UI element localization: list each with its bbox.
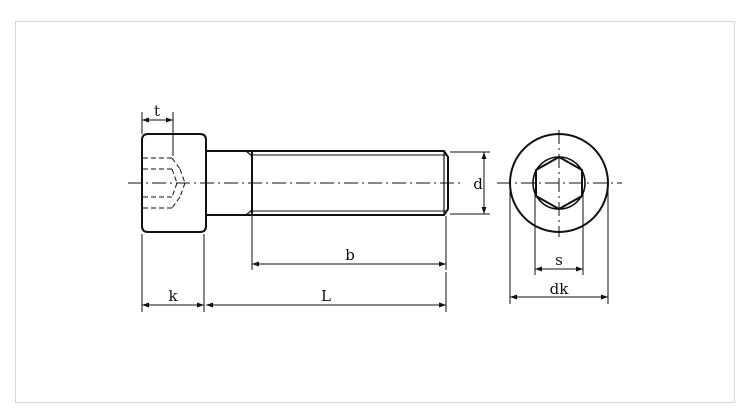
screw-head <box>141 133 207 233</box>
label-d: d <box>473 175 483 193</box>
screw-end-view <box>497 130 622 237</box>
screw-shank <box>206 150 449 216</box>
head-outer-circle <box>509 133 609 233</box>
side-view-dimensions <box>141 112 490 312</box>
shank-fillet-bottom <box>245 209 253 216</box>
hex-socket-hidden-lines <box>143 157 186 209</box>
end-view-dimensions <box>509 188 609 304</box>
drawing-frame <box>15 21 735 403</box>
label-k: k <box>168 287 178 305</box>
hex-socket <box>535 155 583 211</box>
label-s: s <box>555 251 563 269</box>
label-t: t <box>154 102 160 120</box>
label-b: b <box>345 246 355 264</box>
label-dk: dk <box>550 280 570 298</box>
label-L: L <box>321 287 331 305</box>
shank-fillet-top <box>245 150 253 157</box>
screw-side-view <box>128 133 462 233</box>
